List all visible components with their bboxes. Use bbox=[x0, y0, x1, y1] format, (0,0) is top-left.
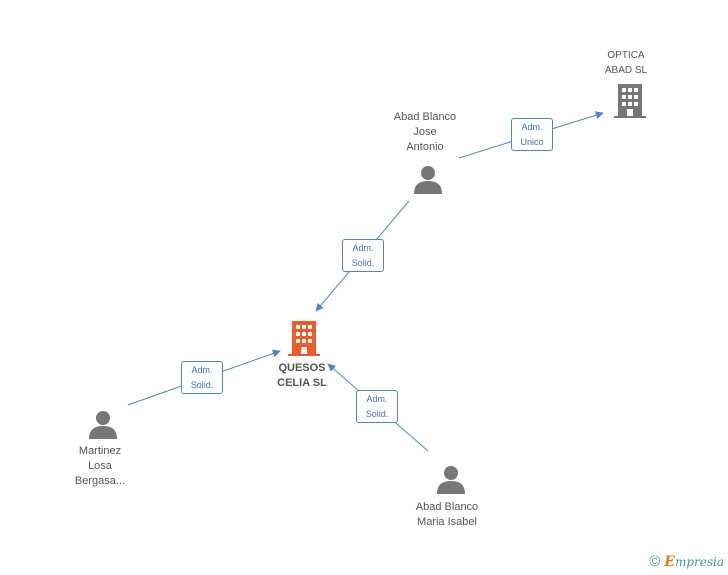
person-label-jose: Abad Blanco Jose Antonio bbox=[393, 111, 457, 153]
edge-label-jose-optica[interactable]: Adm. Unico bbox=[511, 118, 553, 151]
edge-role-line1: Adm. bbox=[352, 243, 374, 253]
main-company-label: QUESOS CELIA SL bbox=[277, 362, 327, 389]
person-label-martinez: Martinez Losa Bergasa... bbox=[74, 445, 126, 487]
brand-initial: E bbox=[664, 554, 675, 570]
person-icon[interactable] bbox=[413, 165, 443, 195]
person-label-maria: Abad Blanco Maria Isabel bbox=[415, 501, 479, 528]
person-icon[interactable] bbox=[436, 465, 466, 495]
edge-role-line1: Adm. bbox=[191, 365, 213, 375]
main-company-building-icon[interactable] bbox=[288, 321, 320, 357]
edge-label-martinez-quesos[interactable]: Adm. Solid. bbox=[181, 361, 223, 394]
edge-role-line2: Solid. bbox=[351, 258, 375, 268]
brand-name: mpresia bbox=[674, 555, 724, 569]
company-label-optica: OPTICA ABAD SL bbox=[604, 50, 648, 76]
copyright-icon: © bbox=[649, 553, 661, 570]
building-icon[interactable] bbox=[614, 84, 646, 118]
edge-label-maria-quesos[interactable]: Adm. Solid. bbox=[356, 390, 398, 423]
edge-role-line1: Adm. bbox=[521, 122, 543, 132]
person-icon[interactable] bbox=[88, 410, 118, 440]
brand-logo: Empresia bbox=[664, 554, 724, 570]
edge-label-jose-quesos[interactable]: Adm. Solid. bbox=[342, 239, 384, 272]
brand-footer[interactable]: © Empresia bbox=[649, 553, 724, 571]
edge-role-line1: Adm. bbox=[366, 394, 388, 404]
edge-role-line2: Unico bbox=[520, 137, 544, 147]
edge-role-line2: Solid. bbox=[365, 409, 389, 419]
edge-role-line2: Solid. bbox=[190, 380, 214, 390]
